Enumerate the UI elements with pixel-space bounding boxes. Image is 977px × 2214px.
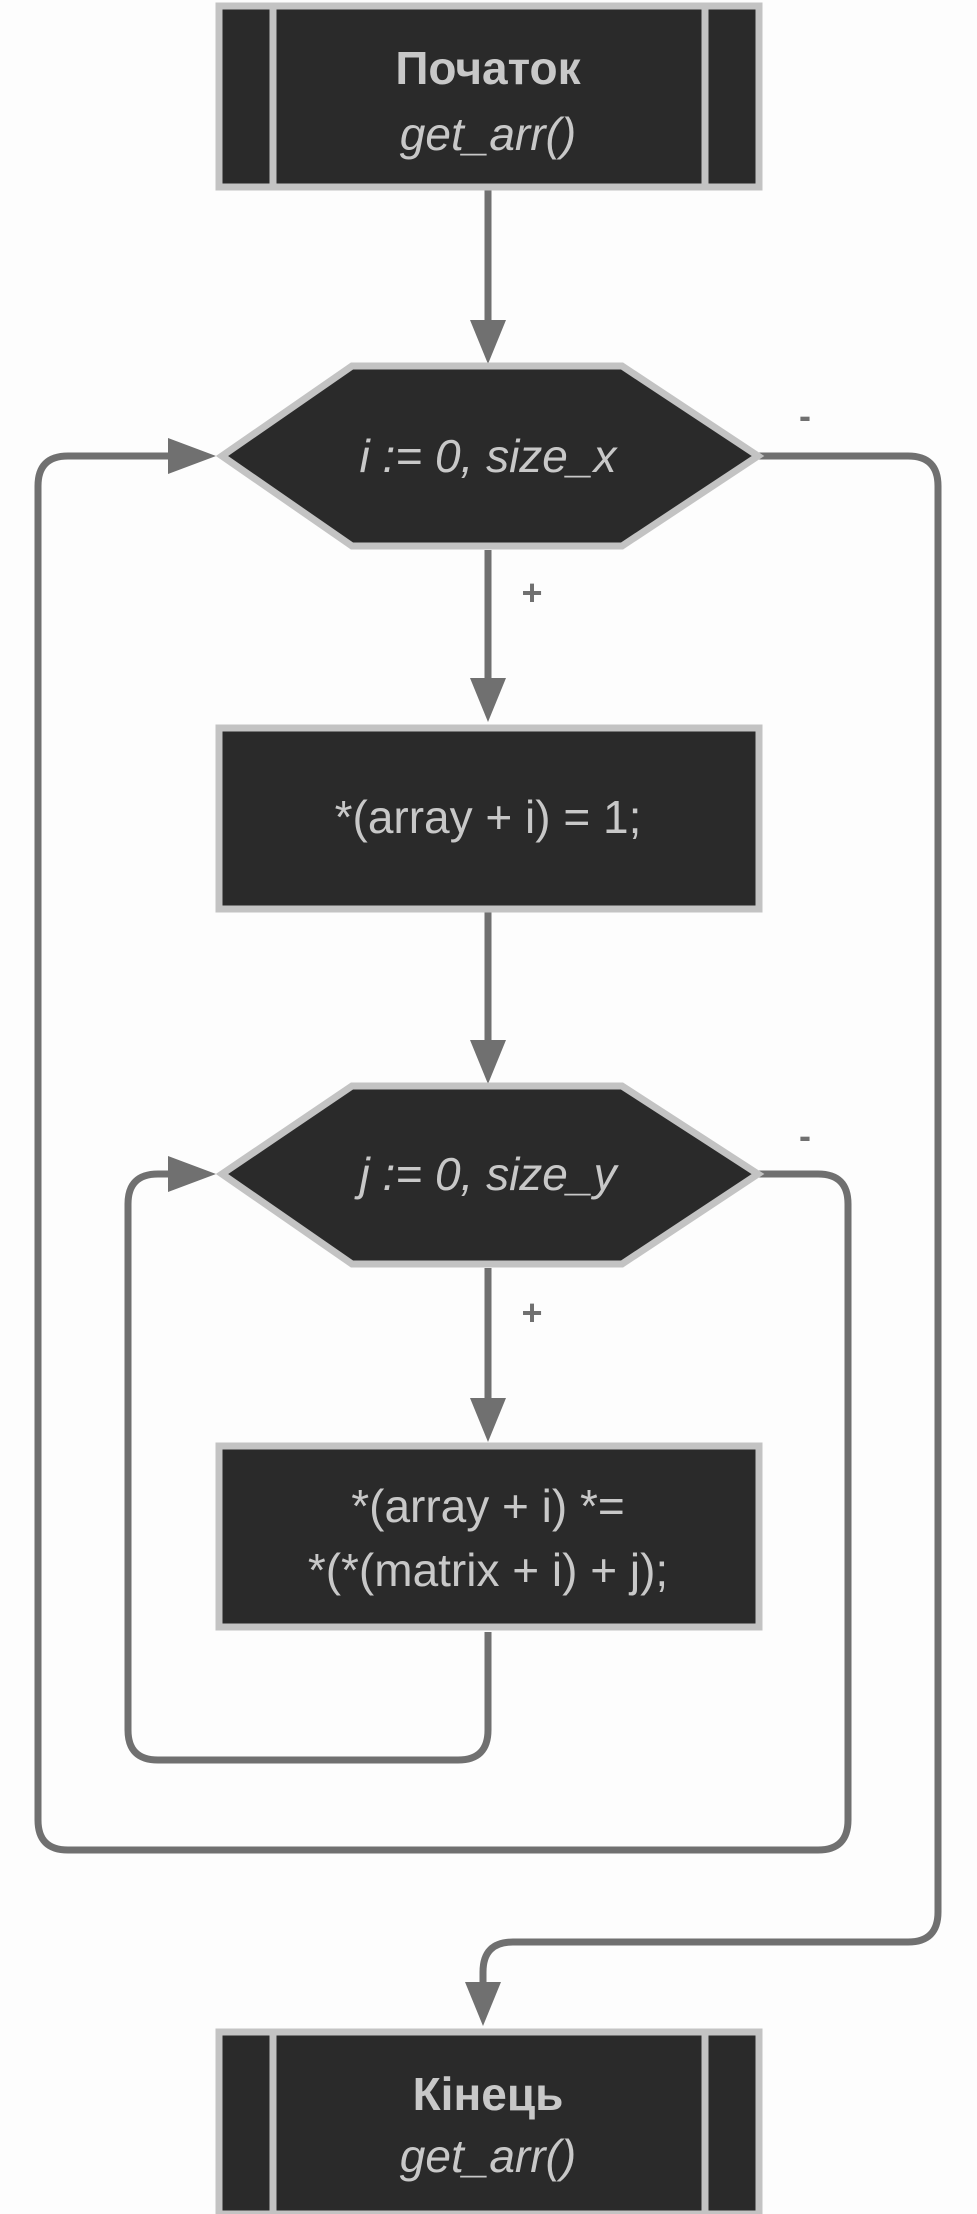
loop-i-label: i := 0, size_x bbox=[360, 430, 619, 482]
assign-node: *(array + i) = 1; bbox=[215, 724, 763, 913]
loop-j-label: j := 0, size_y bbox=[354, 1148, 620, 1200]
start-node-subtitle: get_arr() bbox=[400, 108, 576, 160]
arrowhead-start-to-loop-i bbox=[470, 320, 506, 364]
loop-i-node: i := 0, size_x bbox=[215, 362, 765, 550]
edge-loop-j-exit-to-loop-i bbox=[34, 452, 852, 1854]
edge-multiply-back-to-loop-j bbox=[124, 1170, 492, 1764]
edge-label-loop-j-yes: + bbox=[521, 1292, 542, 1333]
edge-label-loop-i-no: - bbox=[799, 395, 811, 436]
edges bbox=[34, 187, 942, 2026]
arrowhead-multiply-back-to-loop-j bbox=[168, 1156, 216, 1192]
arrowhead-loop-i-to-assign bbox=[470, 678, 506, 722]
start-node-title: Початок bbox=[395, 42, 581, 94]
end-node: Кінець get_arr() bbox=[215, 2028, 763, 2214]
loop-j-node: j := 0, size_y bbox=[215, 1082, 765, 1268]
start-node: Початок get_arr() bbox=[215, 2, 763, 191]
multiply-node: *(array + i) *= *(*(matrix + i) + j); bbox=[215, 1442, 763, 1631]
arrowhead-assign-to-loop-j bbox=[470, 1040, 506, 1084]
end-node-title: Кінець bbox=[413, 2068, 564, 2120]
arrowhead-loop-j-to-multiply bbox=[470, 1398, 506, 1442]
multiply-label-line1: *(array + i) *= bbox=[351, 1480, 625, 1532]
end-node-subtitle: get_arr() bbox=[400, 2130, 576, 2182]
multiply-label-line2: *(*(matrix + i) + j); bbox=[308, 1544, 668, 1596]
assign-label: *(array + i) = 1; bbox=[335, 791, 642, 843]
arrowhead-loop-j-exit-to-loop-i bbox=[168, 438, 216, 474]
edge-label-loop-j-no: - bbox=[799, 1115, 811, 1156]
edge-label-loop-i-yes: + bbox=[521, 572, 542, 613]
arrowhead-loop-i-exit-to-end bbox=[465, 1982, 501, 2026]
edge-loop-i-exit-to-end bbox=[479, 452, 942, 1988]
